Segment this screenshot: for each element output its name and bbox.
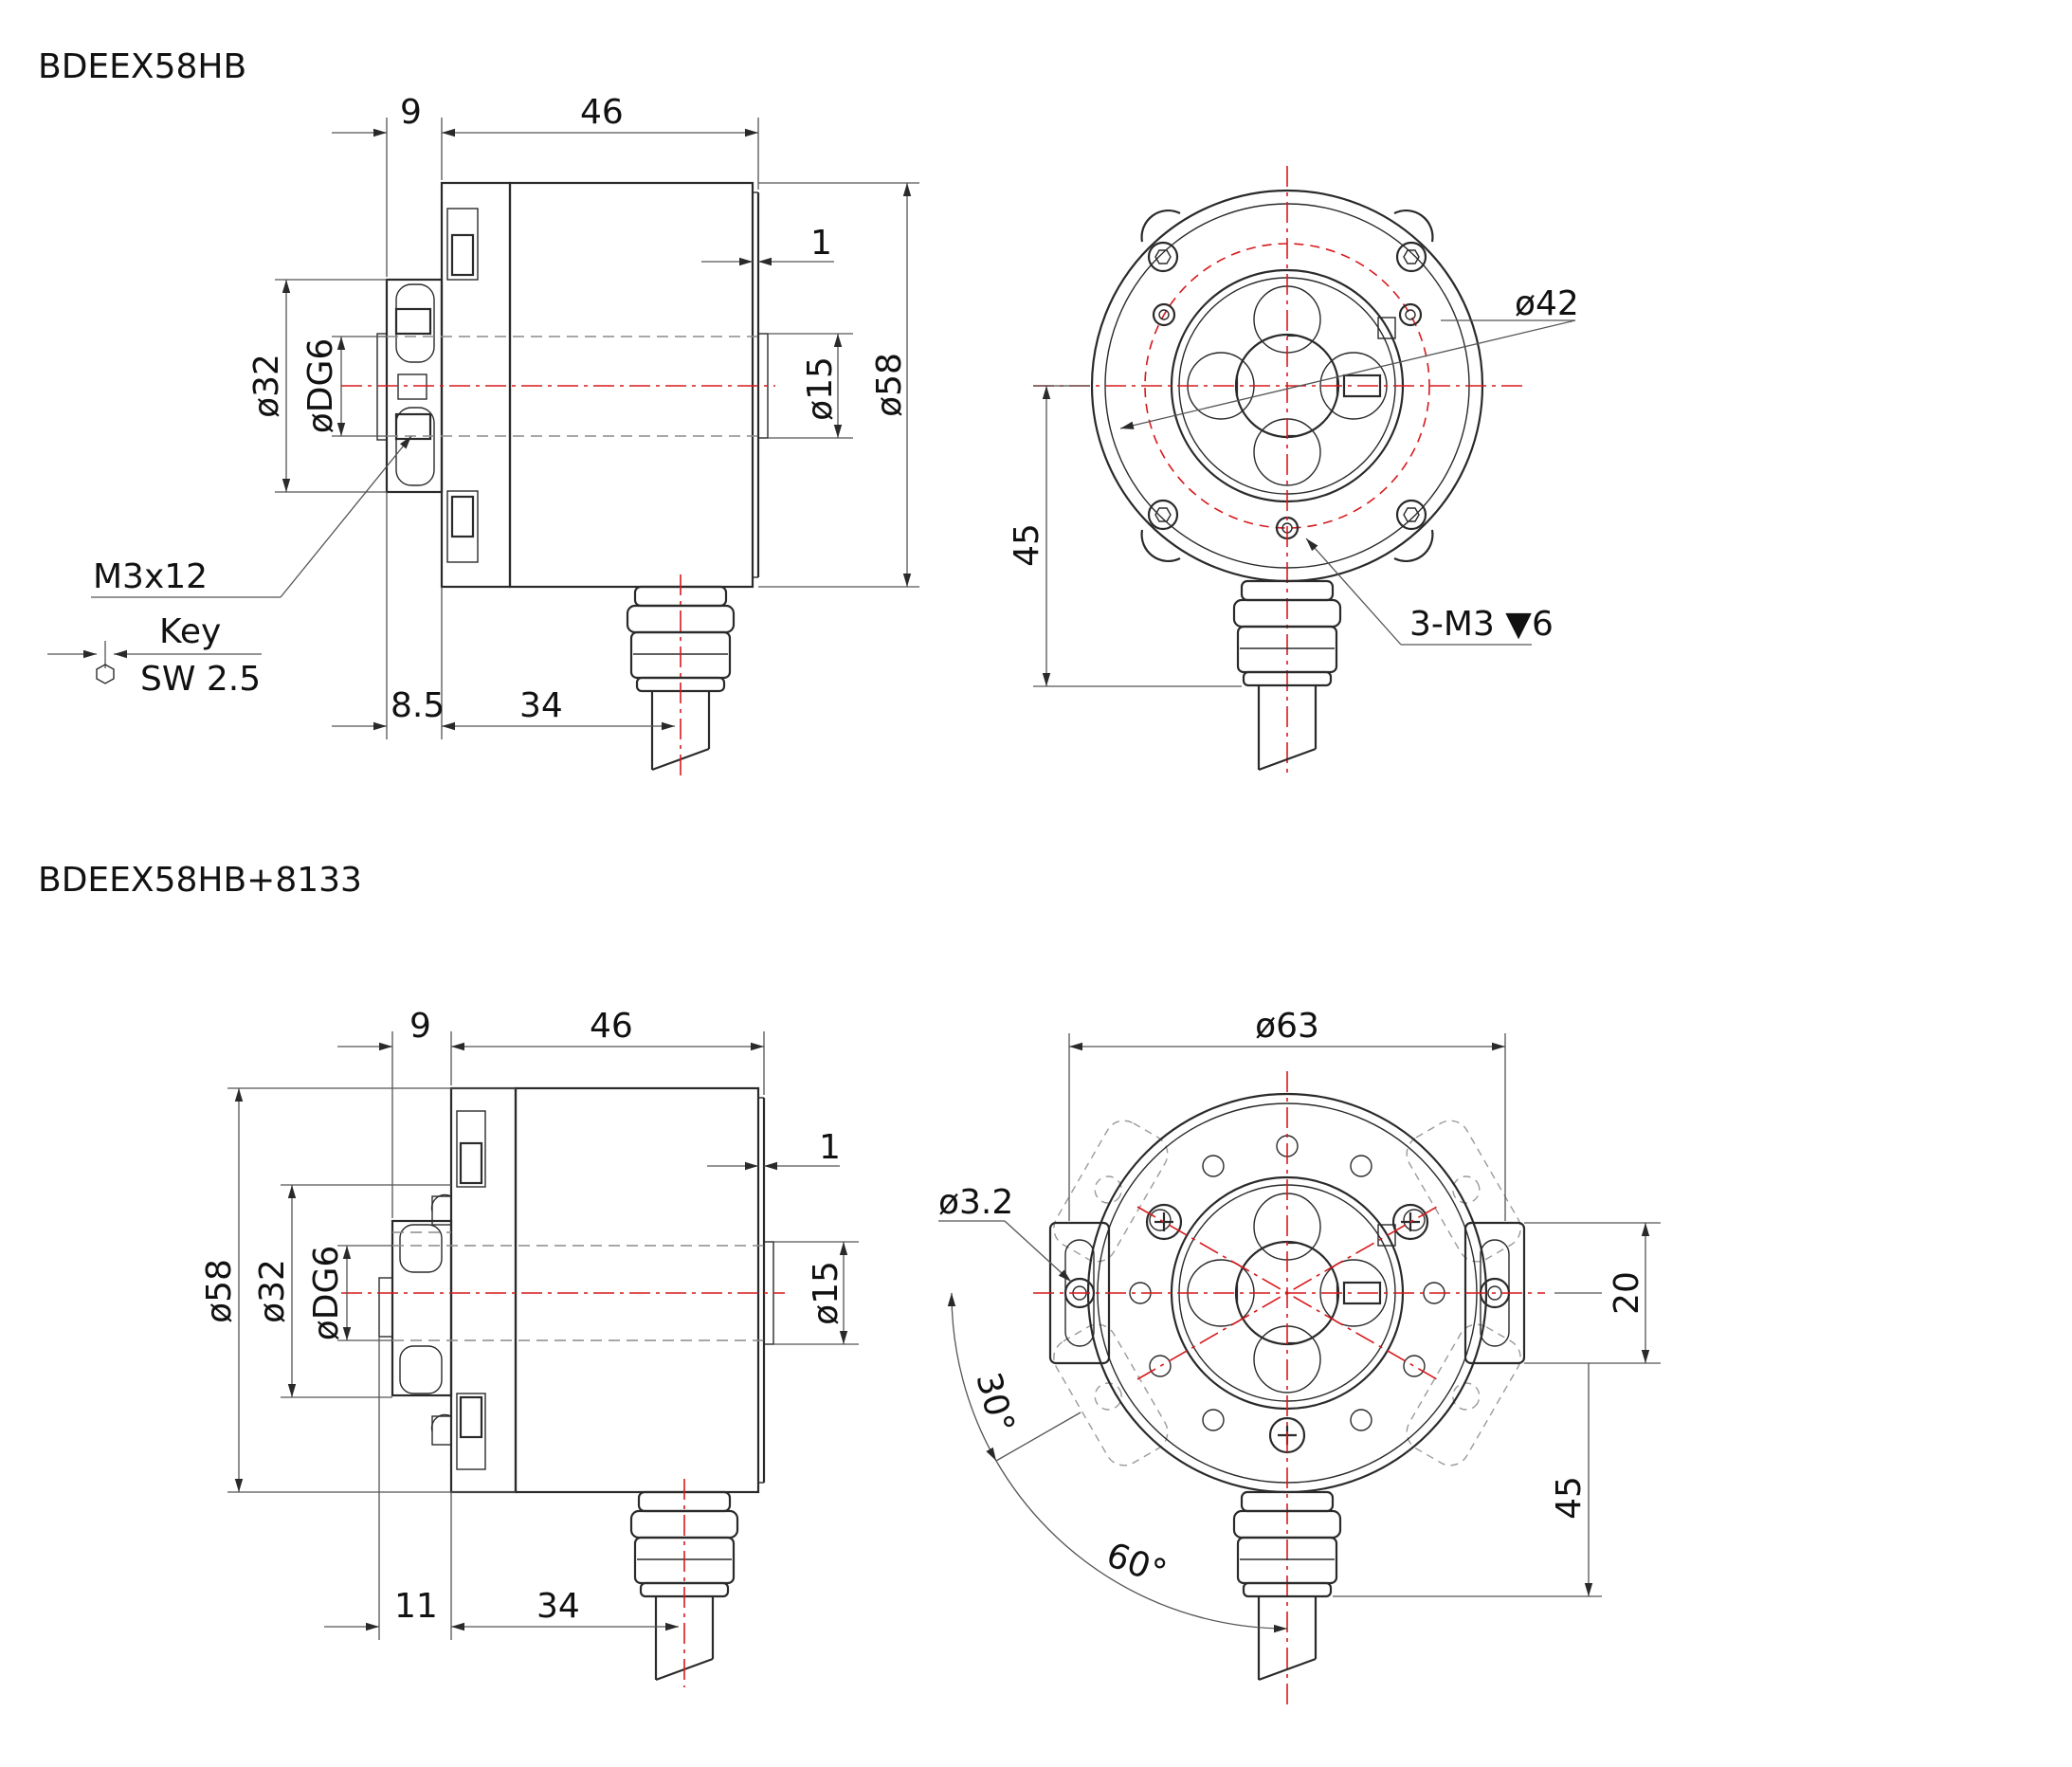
bottom-title: BDEEX58HB+8133 — [38, 861, 362, 900]
bottom-angle-large: 60° — [1101, 1536, 1172, 1593]
top-dim-step: 1 — [810, 224, 832, 263]
top-screw-label: M3x12 — [93, 557, 208, 596]
bottom-dim-bore: ø15 — [807, 1261, 845, 1325]
top-dim-clamp-diameter: ø32 — [247, 354, 286, 418]
top-dim-height: 45 — [1008, 523, 1046, 567]
top-corner-screws — [1147, 241, 1427, 531]
hex-key-icon — [96, 664, 115, 684]
bottom-dim-insert: 11 — [394, 1587, 438, 1626]
top-front-view: ø42 45 3-M3 ▼6 — [1008, 166, 1579, 777]
top-clamp-screw-upper — [394, 307, 432, 336]
top-dim-cable: 34 — [519, 686, 563, 725]
top-key-size: SW 2.5 — [140, 660, 261, 699]
bottom-front-view: ø63 ø3.2 20 45 30° 60° — [938, 1007, 1661, 1706]
top-dim-insert: 8.5 — [391, 686, 445, 725]
bottom-flange-screw-upper — [459, 1141, 483, 1185]
bottom-dim-slot: 20 — [1608, 1271, 1646, 1315]
top-clamp-screw-slot — [1342, 373, 1382, 398]
top-dim-pcd: ø42 — [1515, 284, 1579, 323]
bottom-dim-shaft: øDG6 — [307, 1246, 346, 1341]
top-title: BDEEX58HB — [38, 47, 246, 86]
bottom-flange-screw-lower — [459, 1395, 483, 1439]
bottom-dim-step: 1 — [819, 1128, 841, 1167]
top-dim-bore: ø15 — [801, 356, 840, 421]
angle-arc-60 — [995, 1460, 1288, 1633]
top-dim-body-diameter: ø58 — [870, 353, 909, 417]
bottom-clamp-ring — [391, 1219, 453, 1397]
bottom-clamp-screw-slot — [1342, 1281, 1382, 1305]
top-dim-shaft: øDG6 — [301, 338, 340, 434]
bottom-dim-height: 45 — [1550, 1476, 1589, 1520]
bottom-dim-outer: ø63 — [1255, 1007, 1319, 1046]
bottom-dim-body-diameter: ø58 — [200, 1259, 239, 1323]
bottom-body — [514, 1086, 760, 1494]
bottom-dim-hole: ø3.2 — [938, 1183, 1013, 1222]
top-dim-flange: 9 — [400, 93, 422, 132]
top-clamp-screw-lower — [394, 412, 432, 441]
top-flange-screw-upper — [450, 233, 475, 277]
bottom-dim-flange: 9 — [409, 1007, 431, 1046]
top-side-view: 9 46 1 ø15 ø58 ø32 øDG6 M3x12 Key — [47, 93, 919, 777]
top-flange-screw-lower — [450, 495, 475, 538]
bottom-dim-cable: 34 — [536, 1587, 580, 1626]
top-key-label: Key — [159, 612, 221, 651]
bottom-dim-body: 46 — [590, 1007, 633, 1046]
bottom-dim-clamp-diameter: ø32 — [253, 1259, 292, 1323]
top-body — [508, 181, 754, 589]
top-thread-spec: 3-M3 ▼6 — [1409, 605, 1554, 644]
bottom-angle-small: 30° — [968, 1369, 1021, 1437]
angle-arc-30 — [947, 1292, 997, 1462]
bottom-side-view: 9 46 1 ø58 ø32 øDG6 ø15 11 34 — [200, 1007, 859, 1687]
top-dim-body: 46 — [580, 93, 624, 132]
